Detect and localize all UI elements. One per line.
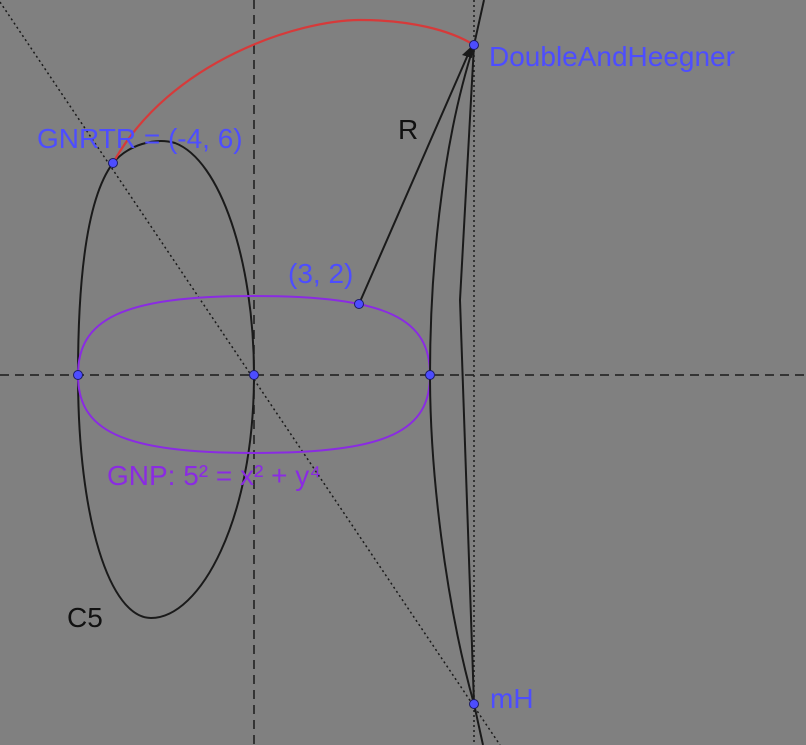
label-point-3-2: (3, 2)	[288, 258, 353, 289]
point-double-and-heegner[interactable]	[469, 40, 479, 50]
label-gnp: GNP: 5² = x² + y⁴	[107, 460, 321, 491]
curve-c5[interactable]	[76, 140, 256, 620]
point-origin[interactable]	[249, 370, 259, 380]
vector-r[interactable]	[358, 49, 471, 305]
label-r: R	[398, 114, 418, 145]
label-mh: mH	[490, 683, 534, 714]
arc-red[interactable]	[112, 18, 475, 164]
point-left-intercept[interactable]	[73, 370, 83, 380]
dotted-diagonal-line	[0, 1, 501, 745]
point-right-intercept[interactable]	[425, 370, 435, 380]
line-steep-segment[interactable]	[458, 0, 485, 745]
label-gnrtr: GNRTR = (-4, 6)	[37, 123, 243, 154]
point-gnrtr[interactable]	[108, 158, 118, 168]
label-c5: C5	[67, 602, 103, 633]
point-mh[interactable]	[469, 699, 479, 709]
point-3-2[interactable]	[354, 299, 364, 309]
label-double-and-heegner: DoubleAndHeegner	[489, 41, 735, 72]
